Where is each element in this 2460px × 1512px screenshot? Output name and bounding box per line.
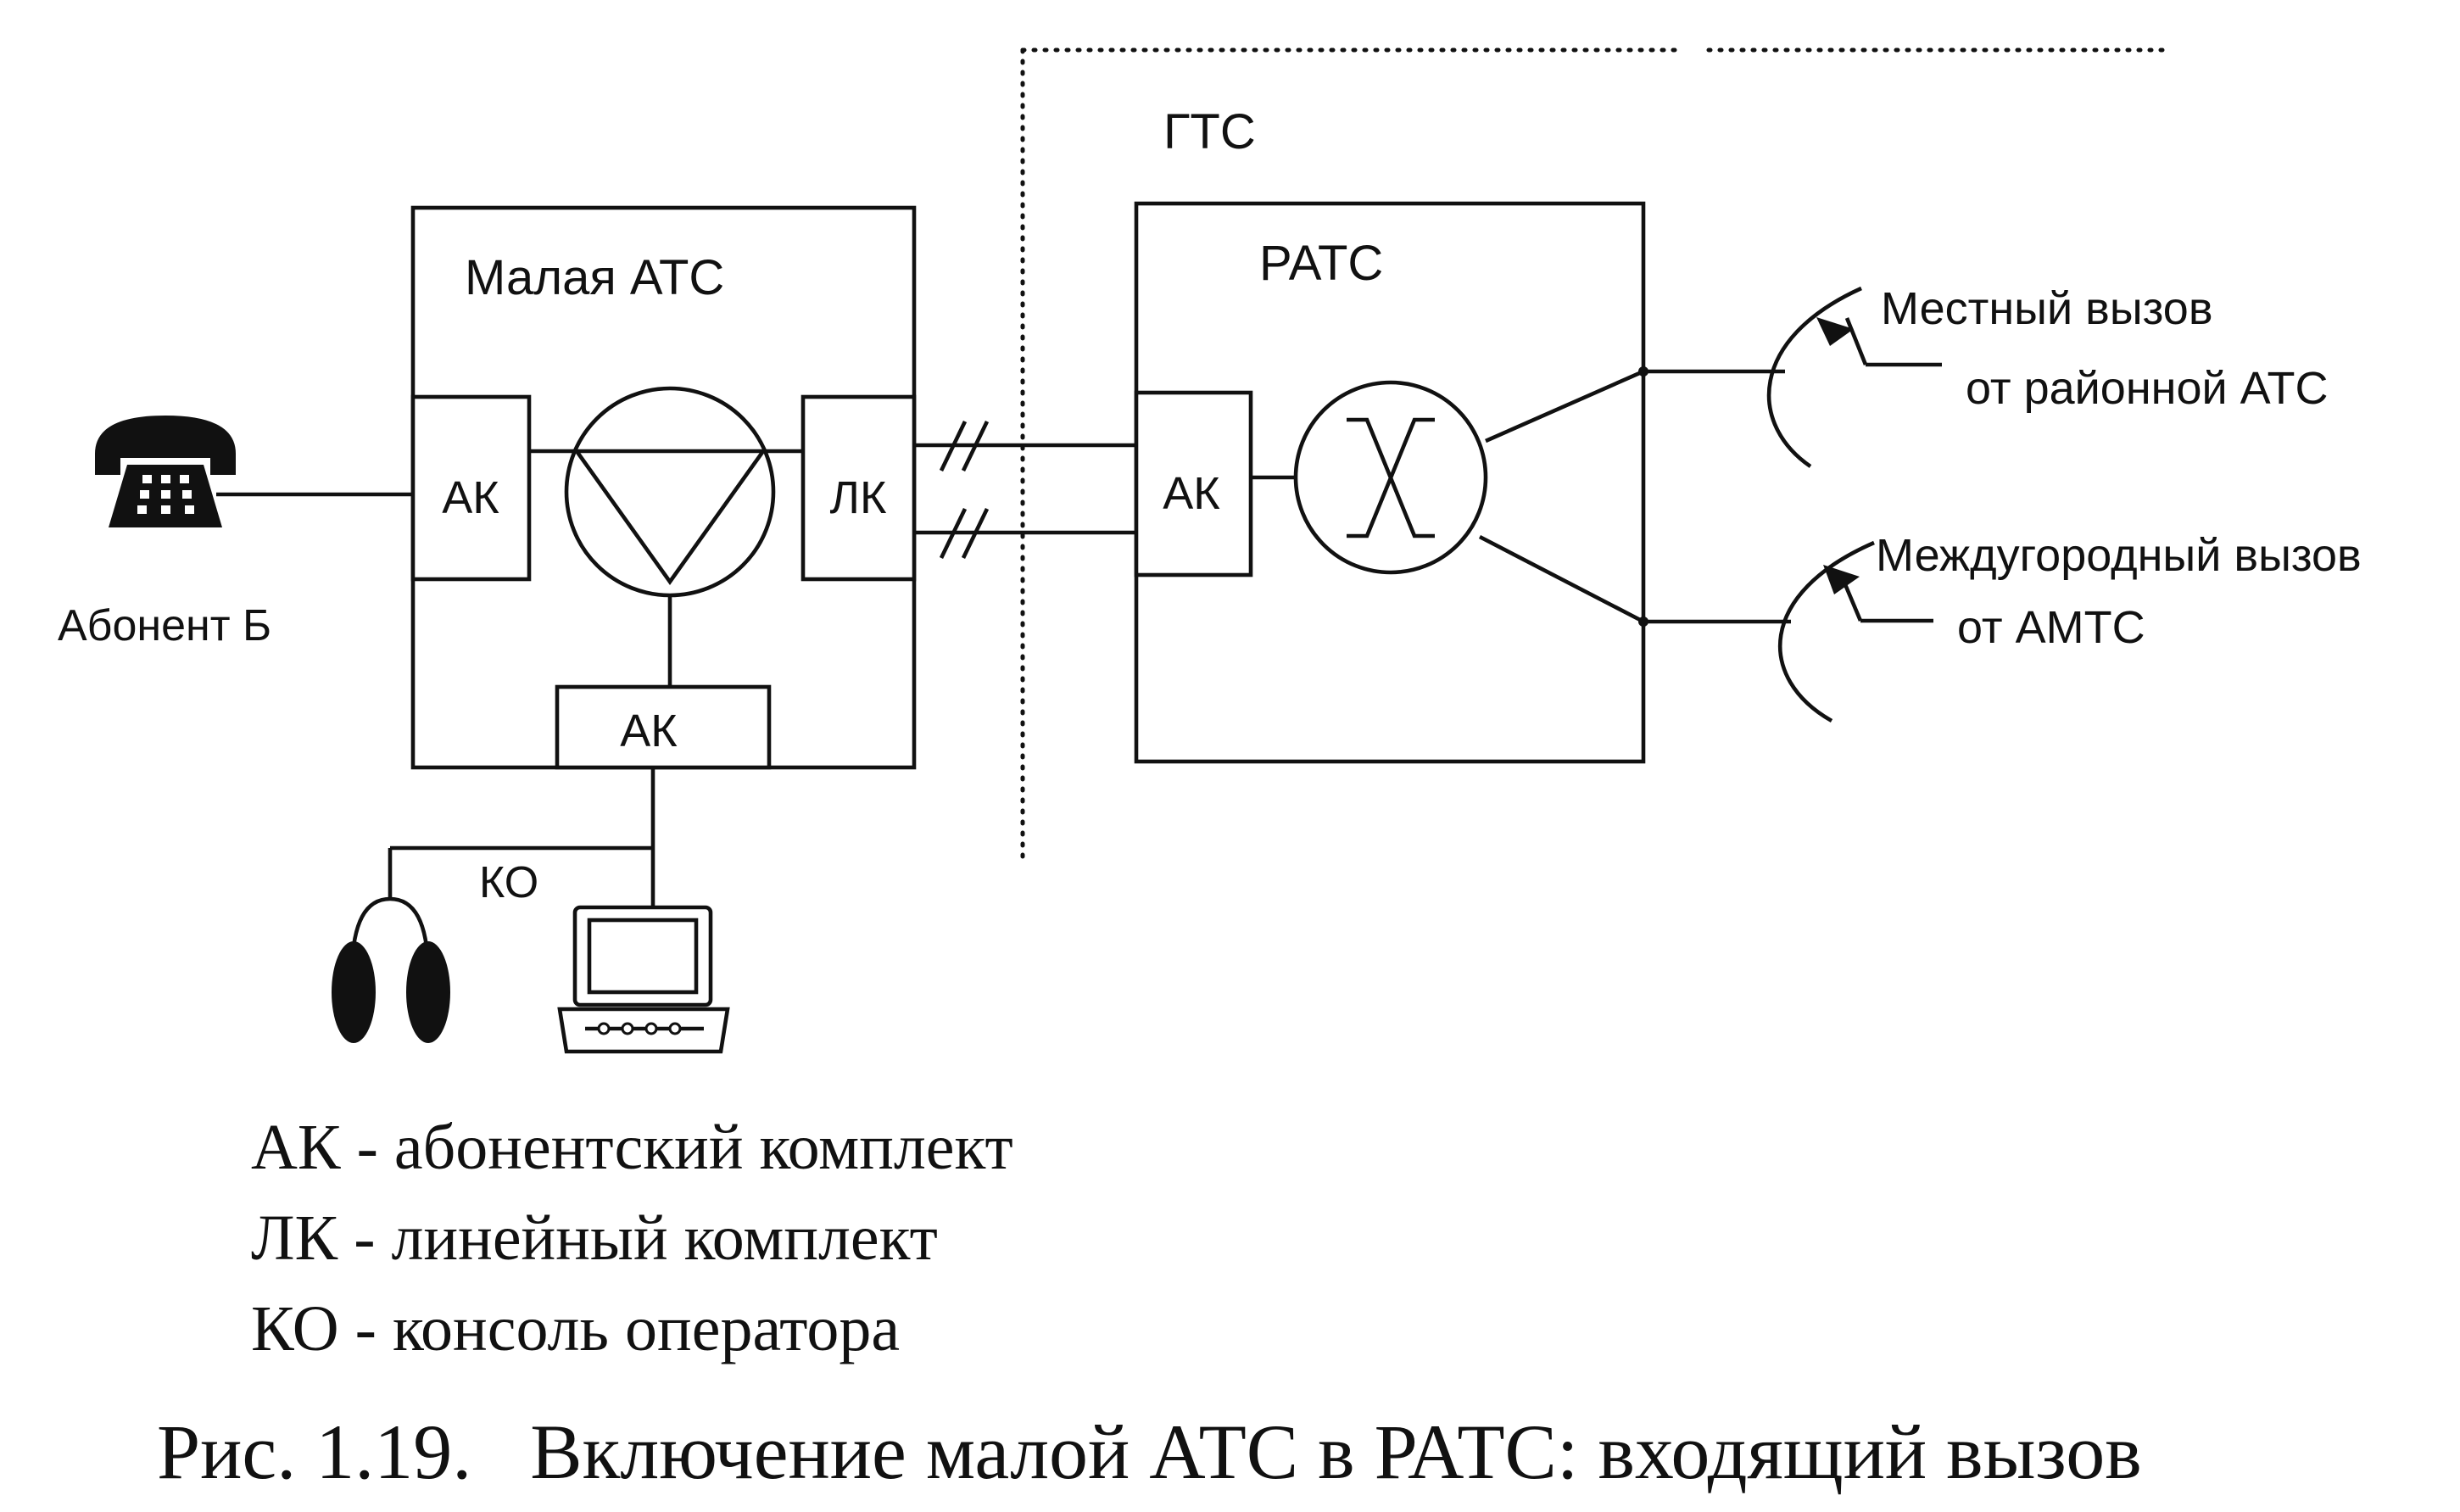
computer-terminal-icon xyxy=(557,905,730,1054)
ko-label: КО xyxy=(479,858,538,907)
long-call-source-icon xyxy=(1778,540,1933,723)
headphones-icon xyxy=(332,896,450,1043)
trunk-lines xyxy=(914,421,1136,559)
rats-switch-icon xyxy=(1293,380,1488,575)
link-switch-to-long xyxy=(1478,534,1645,624)
local-call-source-icon xyxy=(1766,286,1942,468)
figure-caption: Рис. 1.19. Включение малой АТС в РАТС: в… xyxy=(157,1409,2142,1495)
ak-rats-label: АК xyxy=(1163,468,1220,519)
ak-left-box xyxy=(410,394,532,582)
legend-item: ЛК - линейный комплект xyxy=(251,1202,938,1274)
legend: АК - абонентский комплект ЛК - линейный … xyxy=(251,1112,1013,1364)
long-call-label-line1: Междугородный вызов xyxy=(1876,530,2362,581)
link-switch-to-local xyxy=(1485,369,1644,444)
long-call-label-line2: от АМТС xyxy=(1957,602,2145,653)
local-call-label-line2: от районной АТС xyxy=(1966,363,2328,414)
lk-box xyxy=(800,394,917,582)
small-pbx-label: Малая АТС xyxy=(465,250,724,305)
local-call-label-line1: Местный вызов xyxy=(1881,283,2213,334)
subscriber-label: Абонент Б xyxy=(58,601,271,650)
small-pbx-switch-icon xyxy=(564,386,776,598)
gts-label: ГТС xyxy=(1163,104,1256,159)
gts-boundary xyxy=(1020,47,2173,859)
ak-bottom-box xyxy=(555,684,772,770)
ak-bottom-label: АК xyxy=(620,706,678,756)
legend-item: АК - абонентский комплект xyxy=(251,1112,1013,1183)
ak-rats-box xyxy=(1134,390,1253,577)
ak-left-label: АК xyxy=(442,472,499,523)
legend-item: КО - консоль оператора xyxy=(251,1293,900,1364)
rats-label: РАТС xyxy=(1259,236,1383,291)
telephone-icon xyxy=(95,416,236,527)
lk-label: ЛК xyxy=(830,472,887,523)
